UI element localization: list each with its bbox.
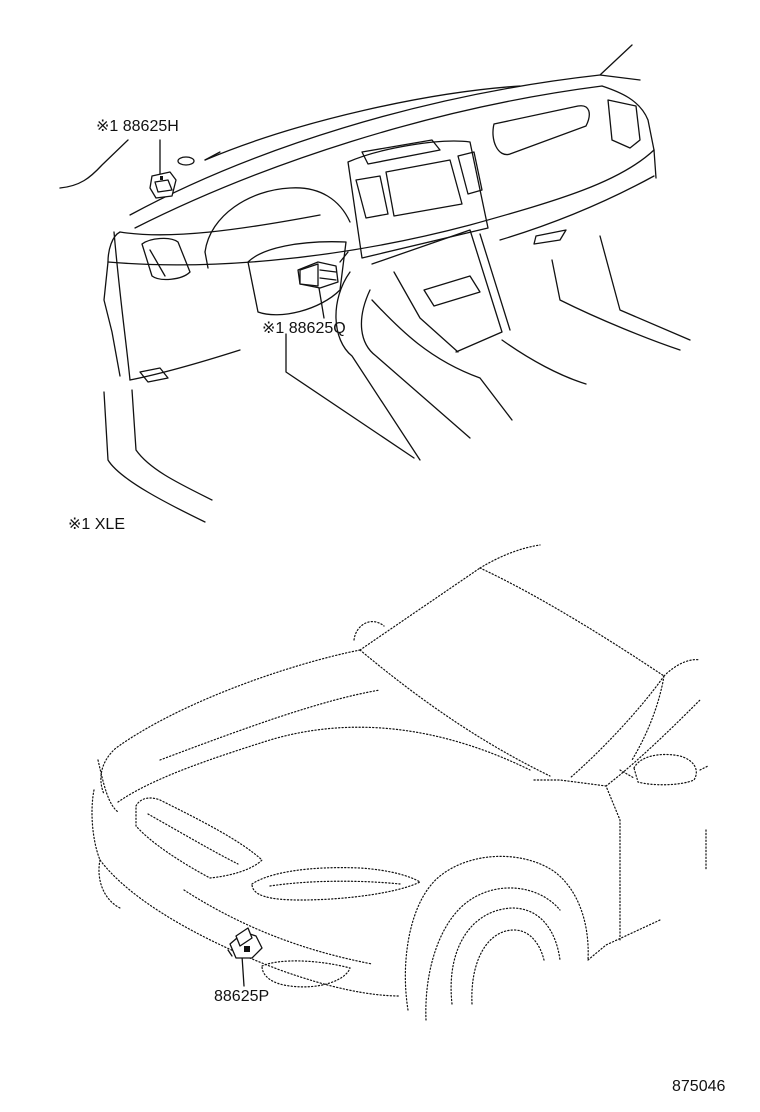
- callout-88625q: ※1 88625Q: [262, 320, 346, 337]
- footnote-xle: ※1 XLE: [68, 516, 125, 533]
- instrument-panel-drawing: [59, 44, 691, 523]
- sensor-88625q-part: [297, 251, 349, 319]
- callout-88625p: 88625P: [214, 988, 270, 1005]
- callout-88625h: ※1 88625H: [96, 118, 179, 135]
- car-front-drawing: [91, 544, 709, 1021]
- sensor-88625h-part: [149, 139, 177, 199]
- sensor-88625p-part: [227, 927, 263, 987]
- figure-number: 875046: [672, 1078, 726, 1095]
